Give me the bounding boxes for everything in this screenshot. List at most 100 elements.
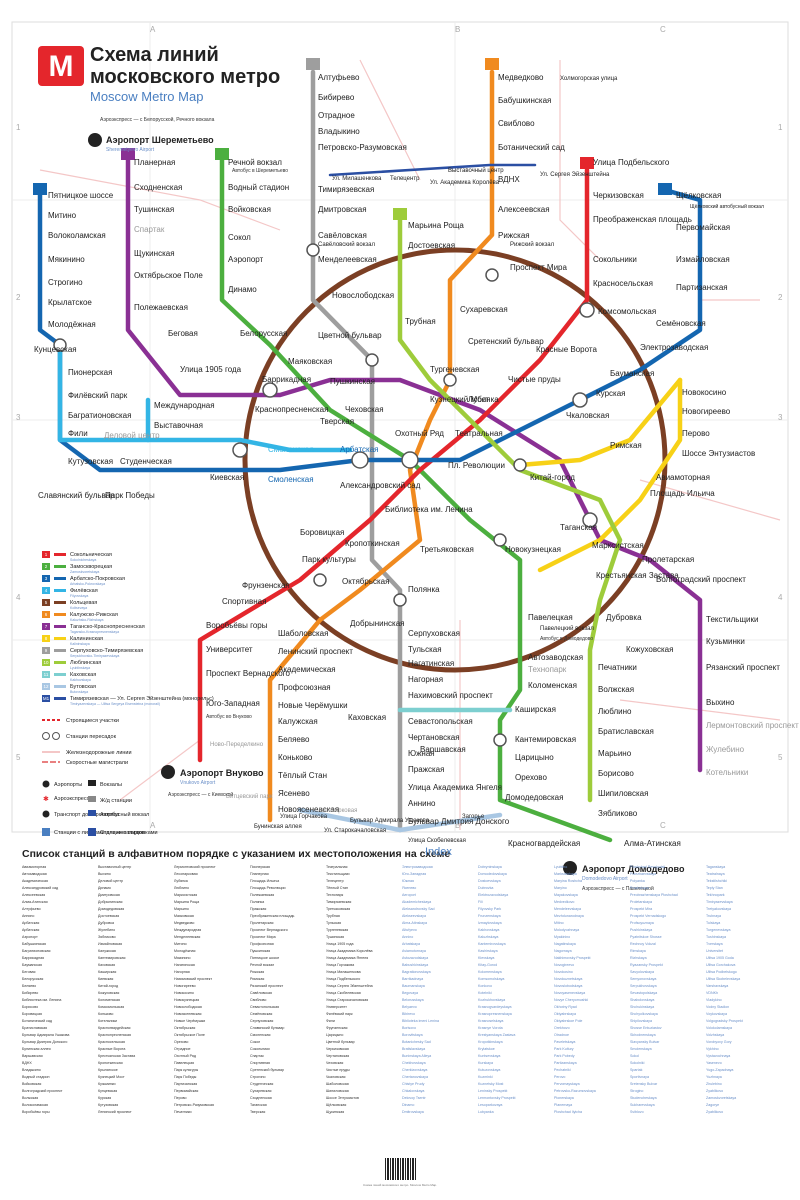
index-entry[interactable]: Kropotkinskaya bbox=[478, 1040, 503, 1044]
index-entry[interactable]: Taganskaya bbox=[706, 865, 726, 869]
station-dinamo[interactable]: Динамо bbox=[228, 285, 257, 294]
station-lubyanka[interactable]: Лубянка bbox=[468, 395, 499, 404]
index-entry[interactable]: Площадь Революции bbox=[250, 886, 286, 890]
index-entry[interactable]: Тёплый Стан bbox=[326, 886, 349, 890]
station-shchyolkovskaya[interactable]: Щёлковская bbox=[676, 191, 721, 200]
index-entry[interactable]: Спортивная bbox=[250, 1061, 270, 1065]
index-entry[interactable]: Братиславская bbox=[22, 1026, 48, 1030]
transfer-node[interactable] bbox=[493, 533, 507, 547]
index-entry[interactable]: Рижская bbox=[250, 970, 265, 974]
transfer-node[interactable] bbox=[579, 302, 595, 318]
index-entry[interactable]: Kuznetsky Most bbox=[478, 1082, 504, 1086]
station-dubrovka[interactable]: Дубровка bbox=[606, 613, 642, 622]
station-botanichesky[interactable]: Ботанический сад bbox=[498, 143, 565, 152]
index-entry[interactable]: Краснопресненская bbox=[98, 1033, 131, 1037]
transfer-node[interactable] bbox=[393, 593, 407, 607]
index-entry[interactable]: Yasenevo bbox=[706, 1061, 722, 1065]
transfer-node[interactable] bbox=[513, 458, 527, 472]
station-perovo[interactable]: Перово bbox=[682, 429, 710, 438]
index-entry[interactable]: Yuzhnaya bbox=[706, 1075, 722, 1079]
station-belorusskaya[interactable]: Белорусская bbox=[240, 329, 287, 338]
index-entry[interactable]: Polezhaevskaya bbox=[630, 872, 657, 876]
station-proletarskaya[interactable]: Пролетарская bbox=[642, 555, 694, 564]
station-serpukhovskaya[interactable]: Серпуховская bbox=[408, 629, 460, 638]
index-entry[interactable]: Багратионовская bbox=[22, 949, 51, 953]
index-entry[interactable]: Шипиловская bbox=[326, 1089, 349, 1093]
station-tverskaya[interactable]: Тверская bbox=[320, 417, 354, 426]
index-entry[interactable]: Улица Сергея Эйзенштейна bbox=[326, 984, 373, 988]
station-bagrationovskaya[interactable]: Багратионовская bbox=[68, 411, 131, 420]
index-entry[interactable]: Профсоюзная bbox=[250, 942, 274, 946]
index-entry[interactable]: Semyonovskaya bbox=[630, 977, 657, 981]
index-entry[interactable]: Кожуховская bbox=[98, 991, 120, 995]
index-entry[interactable]: Преображенская площадь bbox=[250, 914, 295, 918]
station-volzhskaya[interactable]: Волжская bbox=[598, 685, 634, 694]
index-entry[interactable]: Prospekt Vernadskogo bbox=[630, 914, 667, 918]
index-entry[interactable]: Alekseevskaya bbox=[402, 914, 426, 918]
station-otradnoe[interactable]: Отрадное bbox=[318, 111, 355, 120]
index-entry[interactable]: Печатники bbox=[174, 1110, 192, 1114]
station-ulitsa-podbelskogo[interactable]: Улица Подбельского bbox=[593, 158, 670, 167]
index-entry[interactable]: Sretensky Bulvar bbox=[630, 1082, 658, 1086]
index-entry[interactable]: Elektrozavodskaya bbox=[478, 893, 509, 897]
index-entry[interactable]: Bratislavskaya bbox=[402, 1047, 426, 1051]
index-entry[interactable]: Калужская bbox=[98, 949, 116, 953]
index-entry[interactable]: Kantemirovskaya bbox=[478, 942, 506, 946]
index-entry[interactable]: Деловой центр bbox=[98, 879, 123, 883]
index-entry[interactable]: Domodedovskaya bbox=[478, 872, 507, 876]
index-entry[interactable]: Lermontovsky Prospekt bbox=[478, 1096, 516, 1100]
station-milashenkova[interactable]: Ул. Милашенкова bbox=[332, 176, 382, 182]
station-tulskaya[interactable]: Тульская bbox=[408, 645, 442, 654]
index-entry[interactable]: Turgenevskaya bbox=[706, 928, 731, 932]
station-begovaya[interactable]: Беговая bbox=[168, 329, 198, 338]
index-entry[interactable]: Ploshchad Ilyicha bbox=[554, 1110, 582, 1114]
index-entry[interactable]: Автозаводская bbox=[22, 872, 47, 876]
station-yasenevo[interactable]: Ясенево bbox=[278, 789, 310, 798]
index-entry[interactable]: Planernaya bbox=[554, 1103, 573, 1107]
station-pechatniki[interactable]: Печатники bbox=[598, 663, 637, 672]
index-entry[interactable]: Belorusskaya bbox=[402, 998, 424, 1002]
index-entry[interactable]: Кузьминки bbox=[98, 1082, 116, 1086]
station-myakinino[interactable]: Мякинино bbox=[48, 255, 85, 264]
index-entry[interactable]: Novogireevo bbox=[554, 963, 575, 967]
index-entry[interactable]: Otradnoe bbox=[554, 1033, 569, 1037]
index-entry[interactable]: Sokolniki bbox=[630, 1061, 645, 1065]
index-entry[interactable]: Kurskaya bbox=[478, 1061, 493, 1065]
index-entry[interactable]: Варшавская bbox=[22, 1054, 43, 1058]
index-entry[interactable]: Волгоградский проспект bbox=[22, 1089, 63, 1093]
index-entry[interactable]: Belyaevo bbox=[402, 1005, 417, 1009]
station-technopark[interactable]: Технопарк bbox=[528, 665, 567, 674]
station-aviamotornaya[interactable]: Авиамоторная bbox=[656, 473, 710, 482]
index-entry[interactable]: Rechnoy Vokzal bbox=[630, 942, 656, 946]
index-entry[interactable]: Kitay-Gorod bbox=[478, 963, 498, 967]
station-sportivnaya[interactable]: Спортивная bbox=[222, 597, 266, 606]
station-teletsentr[interactable]: Телецентр bbox=[390, 176, 420, 182]
transfer-node[interactable] bbox=[232, 442, 248, 458]
index-entry[interactable]: Отрадное bbox=[174, 1047, 191, 1051]
index-entry[interactable]: Алексеевская bbox=[22, 893, 46, 897]
index-entry[interactable]: Южная bbox=[402, 879, 414, 883]
index-entry[interactable]: Боровицкая bbox=[22, 1012, 42, 1016]
transfer-node[interactable] bbox=[443, 373, 457, 387]
index-entry[interactable]: Konkovo bbox=[478, 984, 492, 988]
index-entry[interactable]: VDNKh bbox=[706, 991, 718, 995]
index-entry[interactable]: Annino bbox=[402, 935, 414, 939]
index-entry[interactable]: Ясенево bbox=[402, 886, 417, 890]
index-entry[interactable]: Каховская bbox=[98, 963, 116, 967]
index-entry[interactable]: Akademicheskaya bbox=[402, 900, 432, 904]
station-vdnh[interactable]: ВДНХ bbox=[498, 175, 520, 184]
station-arbatskaya[interactable]: Арбатская bbox=[340, 445, 379, 454]
airport-sheremetyevo[interactable]: Аэропорт Шереметьево Sheremetyevo Airpor… bbox=[88, 116, 288, 174]
index-entry[interactable]: Петровско-Разумовская bbox=[174, 1103, 214, 1107]
index-entry[interactable]: Сокольники bbox=[250, 1047, 270, 1051]
station-sretensky[interactable]: Сретенский бульвар bbox=[468, 337, 544, 346]
index-entry[interactable]: Vodny Stadion bbox=[706, 1005, 730, 1009]
station-universitet[interactable]: Университет bbox=[206, 645, 253, 654]
station-eisensteina[interactable]: Ул. Сергея Эйзенштейна bbox=[540, 171, 610, 178]
index-entry[interactable]: Petrovsko-Razumovskaya bbox=[554, 1089, 596, 1093]
index-entry[interactable]: Войковская bbox=[22, 1082, 42, 1086]
index-entry[interactable]: Партизанская bbox=[174, 1082, 198, 1086]
station-borisovo[interactable]: Борисово bbox=[598, 769, 634, 778]
station-skhodnenskaya[interactable]: Сходненская bbox=[134, 183, 182, 192]
station-polezhaevskaya[interactable]: Полежаевская bbox=[134, 303, 188, 312]
